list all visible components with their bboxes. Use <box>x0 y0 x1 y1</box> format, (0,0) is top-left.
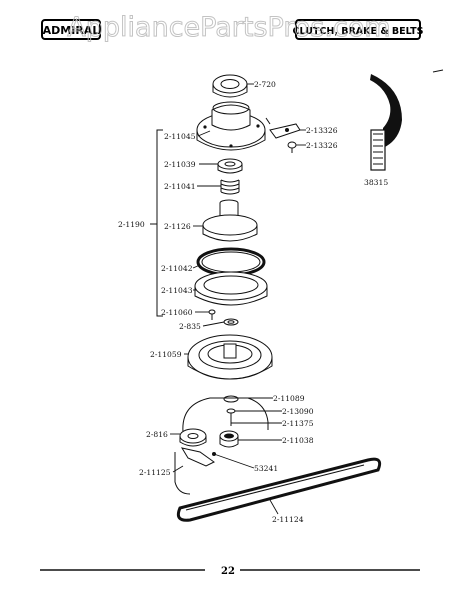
part-screw-2-11060 <box>208 309 216 320</box>
brand-label: ADMIRAL <box>43 24 100 37</box>
part-lever-2-13326 <box>265 117 301 153</box>
part-collar-2-11039 <box>217 158 243 174</box>
callout-2-11043: 2-11043 <box>161 286 193 295</box>
callout-2-835: 2-835 <box>179 322 201 331</box>
callout-2-11125: 2-11125 <box>139 468 171 477</box>
part-idler-2-816 <box>179 428 207 447</box>
callout-2-11041: 2-11041 <box>164 182 196 191</box>
leader-lines <box>170 83 306 515</box>
group-bracket: 2-1190 <box>118 129 163 317</box>
watermark-text: AppliancePartsPros.com <box>67 12 390 43</box>
callout-2-11039: 2-11039 <box>164 160 196 169</box>
bracket-line <box>156 129 163 317</box>
header-bar: ADMIRAL CLUTCH, BRAKE & BELTS <box>41 19 424 40</box>
part-seal-2-720 <box>212 74 248 98</box>
section-title: CLUTCH, BRAKE & BELTS <box>293 26 424 37</box>
callout-53241: 53241 <box>254 464 278 473</box>
part-belt-2-11124 <box>176 457 382 522</box>
part-spring-2-11041 <box>220 179 240 195</box>
part-bracket-2-11125 <box>180 447 216 467</box>
part-brake-housing-2-11043 <box>194 271 268 306</box>
part-motor-pulley-2-11038 <box>219 430 239 448</box>
callout-2-11059: 2-11059 <box>150 350 182 359</box>
callout-2-11124: 2-11124 <box>272 515 304 524</box>
callout-2-11045: 2-11045 <box>164 132 196 141</box>
callout-2-1126: 2-1126 <box>164 222 191 231</box>
callout-2-11060: 2-11060 <box>161 308 193 317</box>
callout-2-13090: 2-13090 <box>282 407 314 416</box>
part-housing-2-11045 <box>196 101 266 151</box>
part-washer-2-835 <box>223 318 239 326</box>
part-ring-2-11042 <box>196 247 266 277</box>
callout-2-11089: 2-11089 <box>273 394 305 403</box>
part-pivot-stack <box>223 395 239 426</box>
footer: 22 <box>40 566 420 577</box>
group-label: 2-1190 <box>118 220 145 229</box>
page-number: 22 <box>221 566 235 577</box>
callout-2-11042: 2-11042 <box>161 264 193 273</box>
callout-2-13326-b: 2-13326 <box>306 141 338 150</box>
callout-2-816: 2-816 <box>146 430 168 439</box>
callout-2-11038: 2-11038 <box>282 436 314 445</box>
callout-2-13326-a: 2-13326 <box>306 126 338 135</box>
callout-2-11375: 2-11375 <box>282 419 314 428</box>
callout-38315: 38315 <box>364 178 388 187</box>
part-drum-2-1126 <box>202 199 258 242</box>
callout-2-720: 2-720 <box>254 80 276 89</box>
part-band-38315 <box>370 69 444 171</box>
callout-labels: 2-720 2-11045 2-13326 2-13326 2-11039 2-… <box>139 80 388 524</box>
section-box <box>295 19 421 40</box>
brand-box <box>41 19 101 40</box>
part-pulley-2-11059 <box>187 334 273 380</box>
